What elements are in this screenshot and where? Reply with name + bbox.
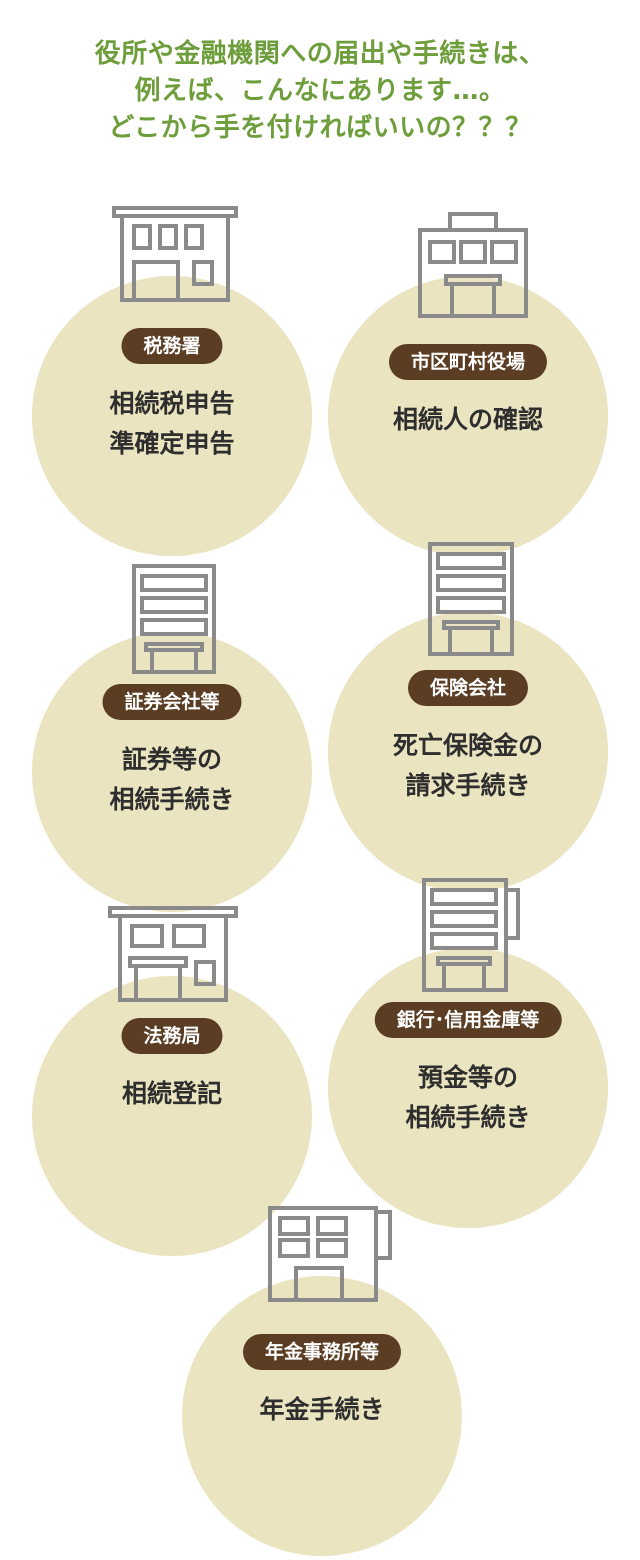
office-label-badge: 年金事務所等 (242, 1334, 402, 1370)
procedure-line: 相続手続き (109, 785, 235, 814)
heading-line: 例えば、こんなにあります…。 (134, 76, 506, 106)
office-card-securities: 証券会社等 証券等の 相続手続き (32, 562, 312, 912)
procedure-line: 死亡保険金の (392, 731, 543, 760)
building-icon (112, 206, 238, 302)
office-label-badge: 市区町村役場 (388, 344, 548, 380)
procedure-line: 年金手続き (259, 1395, 385, 1424)
page-heading: 役所や金融機関への届出や手続きは、 例えば、こんなにあります…。 どこから手を付… (0, 36, 640, 147)
office-procedures: 相続人の確認 (328, 400, 608, 440)
card-circle (182, 1276, 462, 1556)
procedure-line: 証券等の (121, 745, 222, 774)
building-icon (132, 564, 216, 674)
building-icon (422, 878, 520, 992)
office-label-badge: 法務局 (121, 1018, 223, 1054)
procedure-line: 請求手続き (405, 771, 531, 800)
office-procedures: 年金手続き (182, 1390, 462, 1430)
office-procedures: 相続登記 (32, 1074, 312, 1114)
card-circle (32, 276, 312, 556)
procedure-line: 相続税申告 (109, 389, 235, 418)
procedure-line: 預金等の (417, 1063, 518, 1092)
procedure-line: 準確定申告 (109, 429, 235, 458)
procedure-line: 相続人の確認 (392, 405, 543, 434)
office-label-badge: 銀行･信用金庫等 (374, 1002, 562, 1038)
office-card-pension-office: 年金事務所等 年金手続き (182, 1206, 462, 1556)
building-icon (428, 542, 514, 656)
heading-line: どこから手を付ければいいの？？？ (108, 113, 532, 143)
office-procedures: 死亡保険金の 請求手続き (328, 726, 608, 806)
card-circle (32, 632, 312, 912)
building-icon (418, 212, 528, 318)
procedure-line: 相続登記 (121, 1079, 222, 1108)
card-circle (328, 948, 608, 1228)
heading-line: 役所や金融機関への届出や手続きは、 (94, 39, 546, 69)
office-label-badge: 税務署 (121, 328, 223, 364)
card-circle (328, 612, 608, 892)
office-label-badge: 保険会社 (407, 670, 529, 706)
office-card-insurance: 保険会社 死亡保険金の 請求手続き (328, 542, 608, 892)
office-card-legal-affairs: 法務局 相続登記 (32, 906, 312, 1256)
building-icon (268, 1206, 392, 1302)
office-procedures: 相続税申告 準確定申告 (32, 384, 312, 464)
procedure-line: 相続手続き (405, 1103, 531, 1132)
building-icon (108, 906, 238, 1002)
office-label-badge: 証券会社等 (102, 684, 242, 720)
office-card-bank: 銀行･信用金庫等 預金等の 相続手続き (328, 878, 608, 1228)
card-circle (328, 276, 608, 556)
office-card-tax-office: 税務署 相続税申告 準確定申告 (32, 206, 312, 556)
office-procedures: 預金等の 相続手続き (328, 1058, 608, 1138)
office-procedures: 証券等の 相続手続き (32, 740, 312, 820)
office-card-city-hall: 市区町村役場 相続人の確認 (328, 206, 608, 556)
